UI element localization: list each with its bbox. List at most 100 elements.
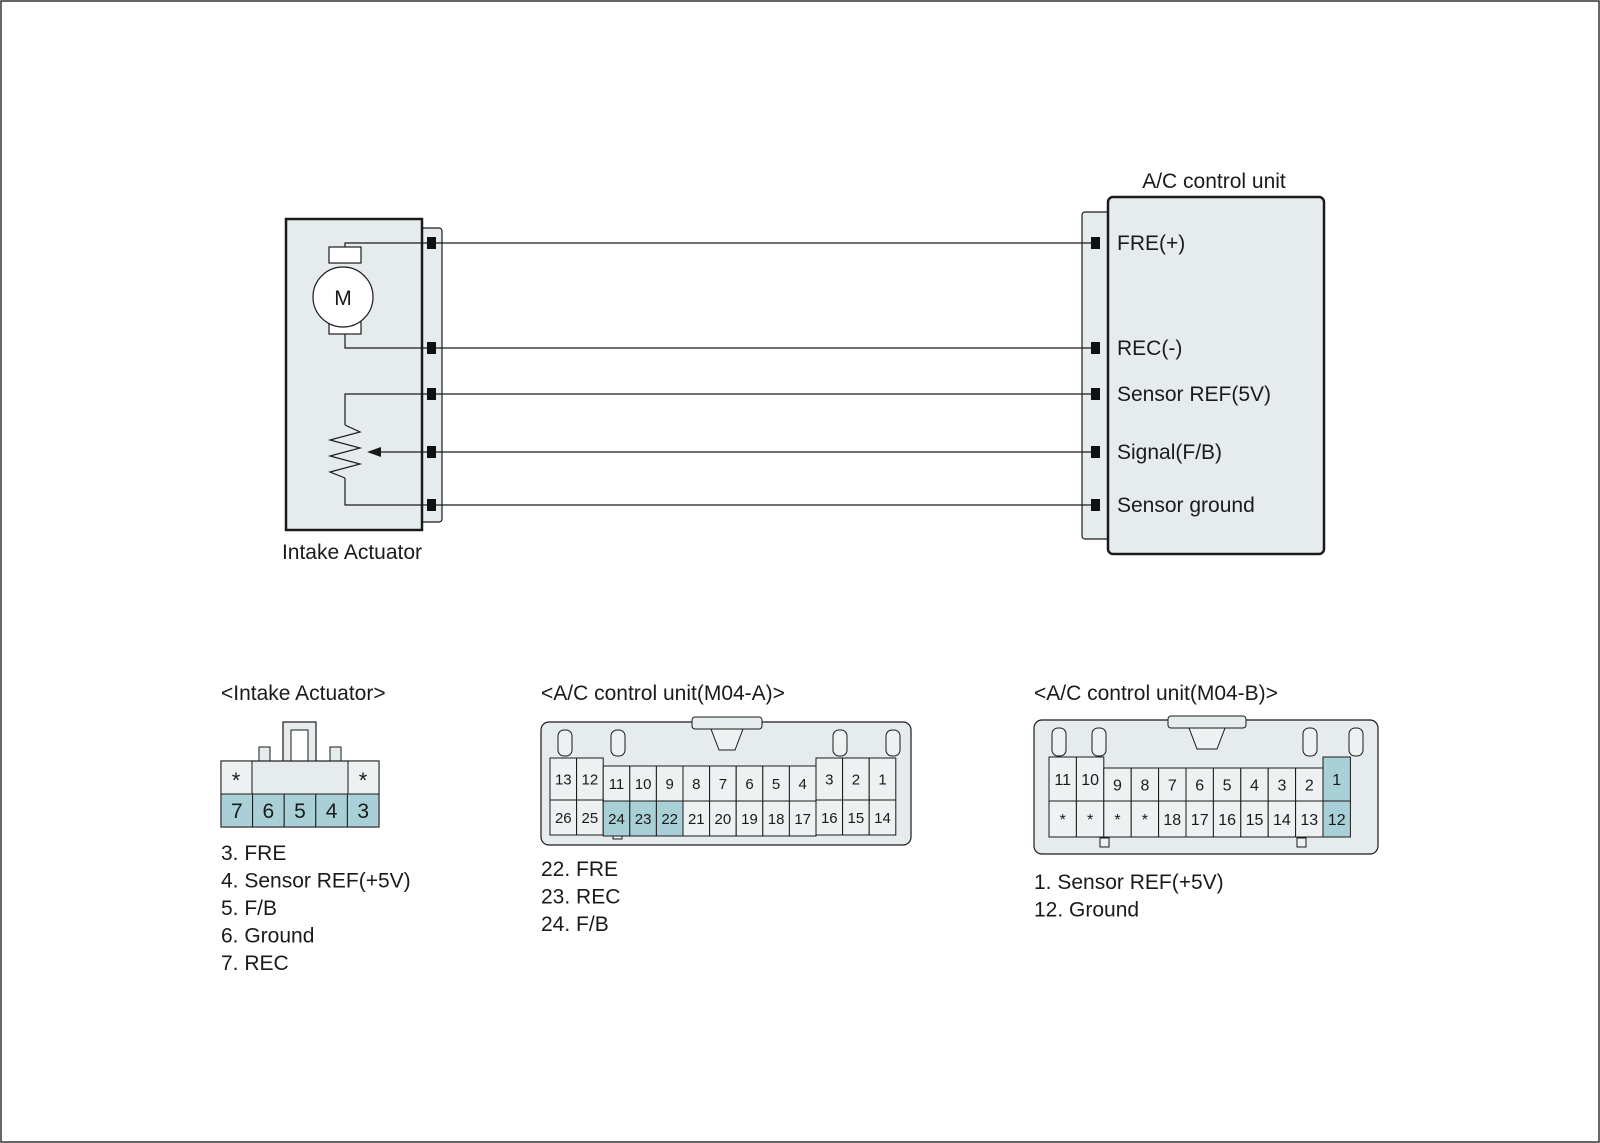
pin-cell-empty <box>220 760 253 795</box>
pin-legend-line: 12. Ground <box>1034 899 1139 922</box>
pin-label: 1 <box>878 771 886 788</box>
wire-harness: FRE(+)REC(-)Sensor REF(5V)Signal(F/B)Sen… <box>427 232 1271 517</box>
pin-label: 14 <box>874 810 891 827</box>
pin-label: 7 <box>231 800 243 823</box>
pin-label: 2 <box>852 771 860 788</box>
pin-label: 7 <box>1168 777 1177 794</box>
actuator-housing <box>284 217 424 532</box>
pin-cell <box>868 757 897 801</box>
connector-key <box>1167 715 1247 729</box>
pin-cell <box>1075 800 1105 838</box>
pin-label: 6 <box>1195 777 1204 794</box>
pin-cell <box>576 799 604 836</box>
pin-label: 22 <box>661 811 678 828</box>
pin-cell <box>1185 800 1214 838</box>
pin-label: 12 <box>582 771 599 788</box>
pin-label: 8 <box>692 776 700 793</box>
pin-label: 6 <box>745 776 753 793</box>
pin-label: 10 <box>635 776 652 793</box>
motor-label: M <box>334 287 352 310</box>
pin-cell <box>815 799 844 836</box>
pin-label: 4 <box>799 776 807 793</box>
actuator-terminal <box>427 446 436 458</box>
control-unit-terminal <box>1091 446 1100 458</box>
actuator-terminal <box>427 388 436 400</box>
actuator-connector-strip <box>419 227 443 523</box>
pin-cell <box>762 800 790 837</box>
pin-label: 17 <box>794 811 811 828</box>
pot-wire-bottom <box>344 478 432 506</box>
actuator-terminal <box>427 342 436 354</box>
pin-label: 15 <box>848 810 865 827</box>
pin-label: 21 <box>688 811 705 828</box>
connector-key-tab <box>1188 727 1226 750</box>
actuator-terminal <box>427 499 436 511</box>
control-unit-label: A/C control unit <box>1142 170 1286 193</box>
pin-label: 7 <box>719 776 727 793</box>
pin-label: 4 <box>326 800 338 823</box>
motor-wire-bottom <box>344 334 432 349</box>
pin-label: 3 <box>825 771 833 788</box>
connector-key-tab <box>710 728 744 751</box>
pin-label: 26 <box>555 810 572 827</box>
pin-legend-line: 24. F/B <box>541 913 609 936</box>
connector-tab <box>329 746 342 762</box>
pin-cell <box>346 793 380 828</box>
pin-label: 24 <box>608 811 625 828</box>
pin-cell <box>735 800 764 837</box>
connector-lock <box>1051 727 1067 757</box>
control-unit-terminal <box>1091 342 1100 354</box>
signal-label: Sensor REF(5V) <box>1117 383 1271 406</box>
signal-label: Signal(F/B) <box>1117 441 1222 464</box>
pin-cell <box>788 800 817 837</box>
pin-cell <box>252 793 285 828</box>
pin-label: 16 <box>1218 812 1236 829</box>
pin-label: 18 <box>1163 812 1181 829</box>
connector-lock <box>1091 727 1107 757</box>
pin-label: * <box>1142 812 1148 829</box>
connector-lock <box>832 729 848 757</box>
connector-lock <box>557 729 573 757</box>
pin-label: 17 <box>1191 812 1209 829</box>
control-unit-terminal <box>1091 499 1100 511</box>
pin-cell <box>1212 800 1242 838</box>
pin-cell <box>602 765 631 802</box>
pin-cell <box>1295 800 1324 838</box>
pin-cell <box>842 757 870 801</box>
pin-label: 3 <box>357 800 369 823</box>
pin-legend-line: 23. REC <box>541 886 620 909</box>
signal-label: REC(-) <box>1117 337 1182 360</box>
pin-label: 23 <box>635 811 652 828</box>
connector-lock <box>1302 727 1318 757</box>
pin-legend-line: 22. FRE <box>541 858 618 881</box>
pin-mark: * <box>232 768 241 793</box>
pin-label: 18 <box>768 811 785 828</box>
pin-label: 13 <box>555 771 572 788</box>
pin-label: 11 <box>1054 772 1071 789</box>
pin-cell <box>709 800 737 837</box>
pin-cell <box>815 757 844 801</box>
pin-label: 19 <box>741 811 758 828</box>
pot-wiper-arrow-icon <box>367 447 381 457</box>
pin-cell <box>709 765 737 802</box>
connector-foot <box>1099 837 1110 848</box>
pin-label: 4 <box>1250 777 1259 794</box>
connector-title: <A/C control unit(M04-A)> <box>541 682 785 705</box>
motor-icon <box>312 266 374 328</box>
connector-lock <box>885 729 901 757</box>
connector-key <box>691 716 763 730</box>
pin-cell <box>682 765 711 802</box>
pin-cell <box>1130 800 1160 838</box>
pin-cell <box>1103 767 1132 802</box>
pin-legend-line: 7. REC <box>221 952 289 975</box>
pin-cell <box>1322 800 1351 838</box>
pin-cell <box>682 800 711 837</box>
connector-tab <box>258 746 271 762</box>
signal-label: Sensor ground <box>1117 494 1255 517</box>
motor-wire-top <box>344 242 432 247</box>
pin-cell <box>868 799 897 836</box>
